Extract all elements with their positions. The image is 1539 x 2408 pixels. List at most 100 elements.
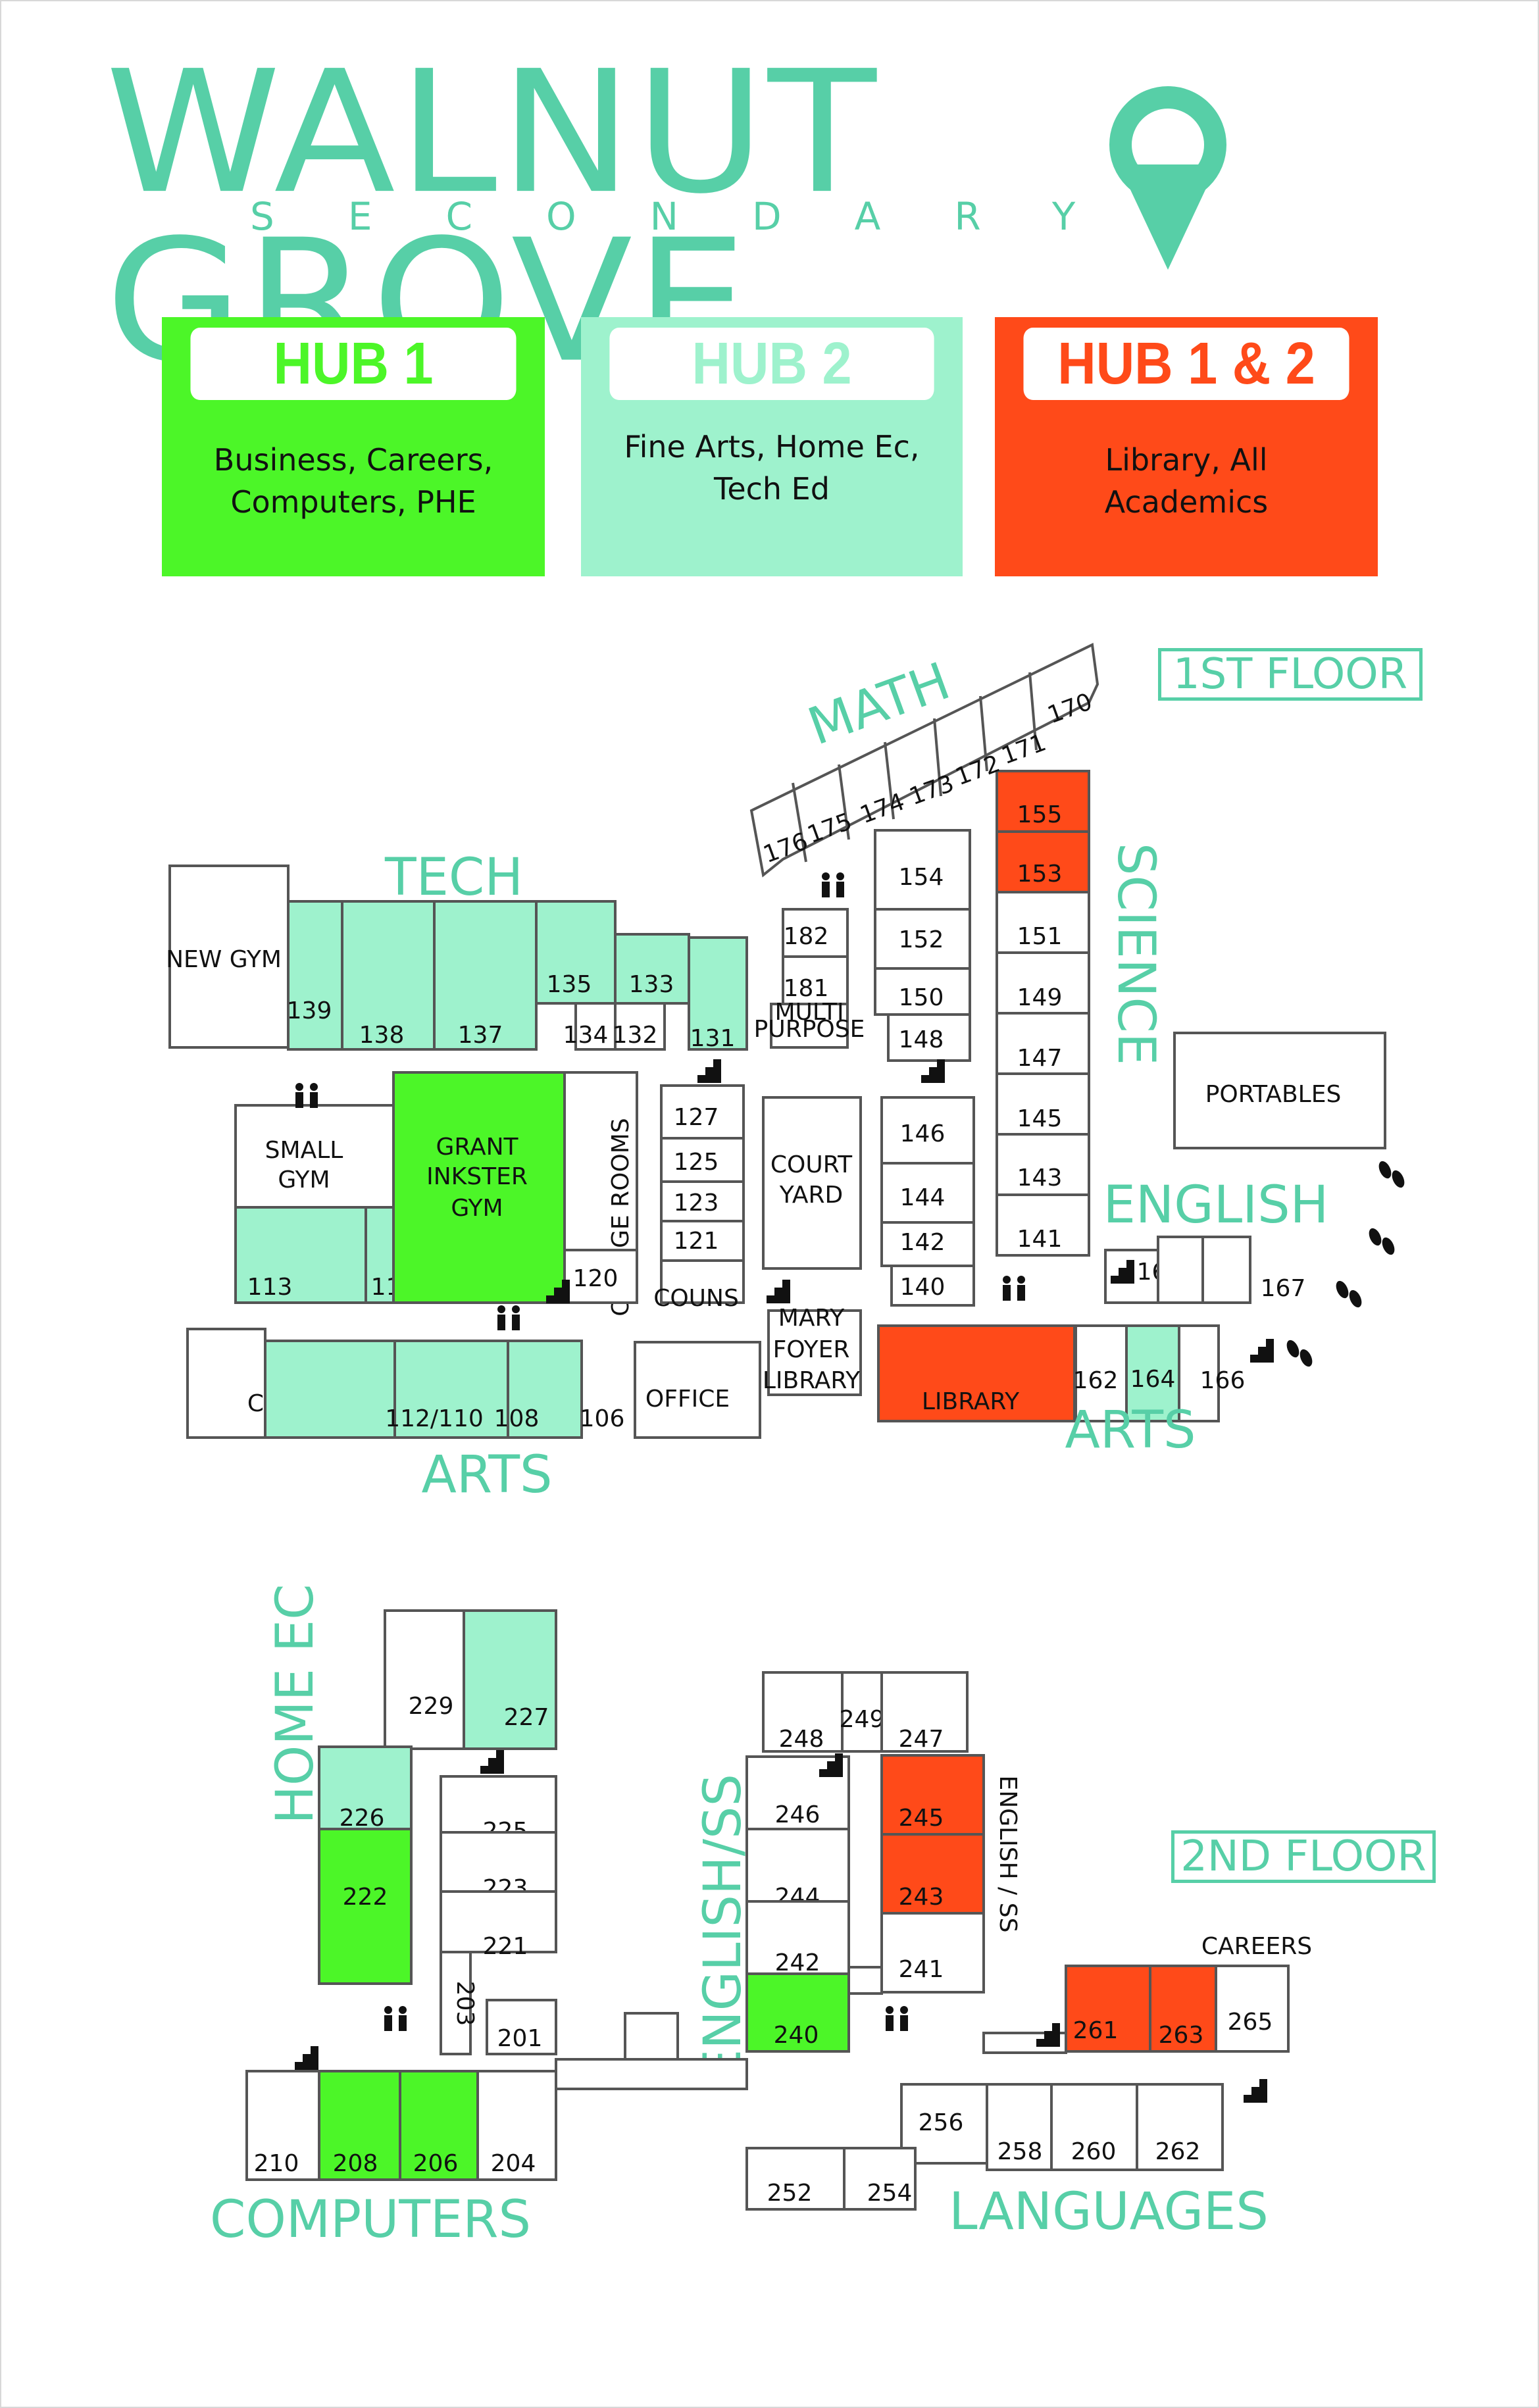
first-floor-room [996, 1012, 1090, 1075]
footsteps-icon [1299, 1349, 1313, 1367]
second-floor-room [880, 1671, 969, 1753]
second-floor-room [463, 1609, 557, 1750]
second-floor-room-label: 201 [497, 2025, 543, 2052]
first-floor-room [563, 1249, 638, 1304]
second-floor-room [384, 1609, 465, 1750]
second-floor-room [745, 1972, 850, 2053]
second-floor-room-label: 249 [840, 1706, 885, 1733]
first-floor-room [433, 900, 538, 1051]
stairs-icon [921, 1059, 945, 1083]
second-floor-room [440, 1951, 472, 2055]
department-label: ENGLISH/SS [694, 1774, 753, 2082]
first-floor-room [507, 1340, 583, 1439]
second-floor-room-label: 258 [997, 2138, 1043, 2165]
second-floor-room [762, 1671, 844, 1753]
first-floor-room-label: 108 [494, 1405, 540, 1432]
second-floor-room-label: 206 [413, 2150, 459, 2177]
second-floor-room-label: 246 [775, 1801, 820, 1828]
first-floor-room [660, 1137, 745, 1183]
department-label: COMPUTERS [210, 2190, 531, 2249]
second-floor-room [745, 1900, 850, 1975]
second-floor-room [1215, 1965, 1290, 2053]
first-floor-room-label: NEW GYM [166, 946, 282, 973]
first-floor-room-label: PURPOSE [754, 1016, 865, 1043]
math-wall [979, 695, 988, 772]
stairs-icon [767, 1280, 790, 1303]
first-floor-room [660, 1259, 745, 1304]
first-floor-room [1173, 1032, 1386, 1149]
second-floor-room-label: 210 [254, 2150, 299, 2177]
restroom-icon [310, 1083, 318, 1091]
second-floor-room-label: 265 [1228, 2009, 1273, 2036]
math-wall [838, 764, 850, 840]
stairs-icon [1244, 2079, 1267, 2103]
school-subtitle: SECONDARY [250, 194, 1149, 239]
first-floor-room [996, 1193, 1090, 1257]
first-floor-room-label: GYM [451, 1195, 503, 1222]
first-floor-room [996, 891, 1090, 954]
restroom-icon [886, 2015, 894, 2031]
restroom-icon [900, 2006, 908, 2014]
restroom-icon [512, 1315, 520, 1330]
first-floor-room-label: 151 [1017, 923, 1063, 950]
stairs-icon [1036, 2023, 1060, 2047]
second-floor-room-label: 262 [1155, 2138, 1201, 2165]
corridor [624, 2012, 679, 2061]
first-floor-room [767, 1309, 862, 1396]
department-label: ARTS [1065, 1401, 1196, 1460]
first-floor-room-label: 153 [1017, 861, 1063, 888]
math-wall [933, 718, 942, 797]
restroom-icon [497, 1315, 505, 1330]
first-floor-room-label: MARY [778, 1305, 845, 1332]
footsteps-icon [1286, 1340, 1299, 1358]
first-floor-room-label: FOYER [773, 1336, 850, 1363]
first-floor-room-label: 140 [900, 1274, 946, 1301]
second-floor-room [880, 1912, 985, 1994]
restroom-icon [399, 2015, 407, 2031]
hub-1-2-desc-line: Library, All [1105, 442, 1268, 478]
second-floor-room-label: 240 [774, 2022, 819, 2049]
first-floor-room [887, 1013, 971, 1062]
first-floor-room-label: 164 [1130, 1366, 1176, 1393]
first-floor-room-label: 148 [899, 1026, 944, 1053]
second-floor-room-label: 222 [343, 1884, 388, 1911]
first-floor-room [1125, 1324, 1180, 1422]
first-floor-room [880, 1162, 975, 1224]
second-floor-room-label: 263 [1159, 2022, 1204, 2049]
department-label: LANGUAGES [949, 2182, 1269, 2242]
hub-1-desc-line: Business, Careers, [213, 442, 493, 478]
first-floor-room [762, 1096, 862, 1270]
first-floor-room [341, 900, 436, 1051]
restroom-icon [310, 1092, 318, 1108]
second-floor-room [843, 2147, 917, 2211]
first-floor-room [688, 936, 748, 1051]
math-wing [749, 642, 1099, 878]
corridor [847, 1966, 883, 1995]
first-floor-room [874, 967, 971, 1016]
first-floor-room-label: 144 [900, 1184, 946, 1211]
second-floor-room [440, 1831, 557, 1893]
first-floor-room [996, 951, 1090, 1015]
department-label: SCIENCE [1106, 843, 1165, 1065]
first-floor-room [996, 1072, 1090, 1136]
restroom-icon [1003, 1276, 1011, 1284]
second-floor-room-label: 227 [504, 1704, 549, 1731]
first-floor-room [890, 1265, 975, 1307]
first-floor-room-label: YARD [779, 1182, 844, 1209]
second-floor-room [399, 2070, 479, 2181]
second-floor-room-label: 252 [767, 2180, 813, 2207]
second-floor-room [880, 1754, 985, 1836]
first-floor-room-label: 152 [899, 926, 944, 953]
restroom-icon [886, 2006, 894, 2014]
first-floor-room-label: 106 [580, 1405, 625, 1432]
first-floor-room-label: 123 [674, 1190, 719, 1217]
hub-1-description: Business, Careers, Computers, PHE [182, 439, 525, 523]
second-floor-room-label: 261 [1073, 2017, 1119, 2044]
second-floor-room [486, 1999, 557, 2055]
second-floor-room-label: 242 [775, 1949, 820, 1976]
department-label: ENGLISH / SS [994, 1776, 1021, 1933]
second-floor-room-label: 203 [451, 1981, 478, 2026]
first-floor-room-label: OFFICE [645, 1386, 730, 1413]
second-floor-room-label: 229 [409, 1693, 454, 1720]
